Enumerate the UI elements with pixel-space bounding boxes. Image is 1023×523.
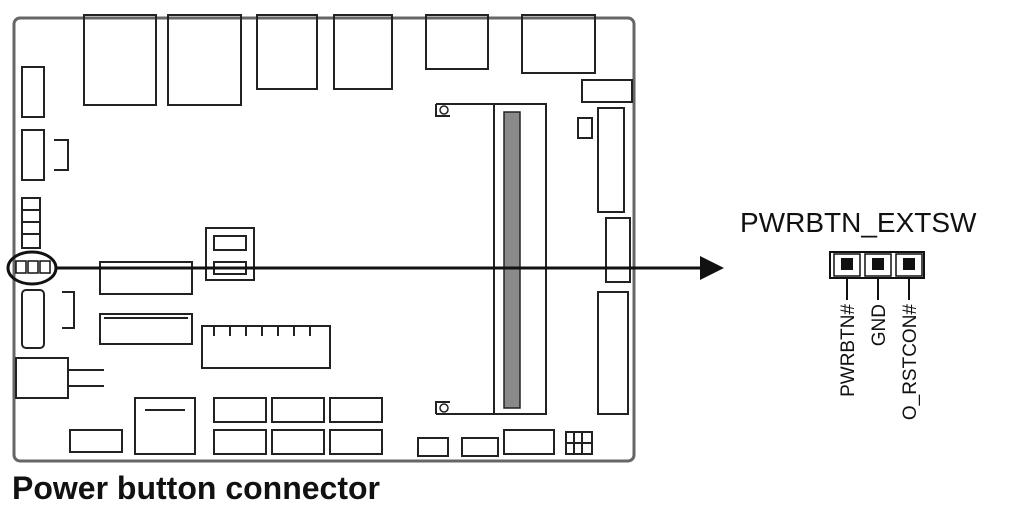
header-name: PWRBTN_EXTSW xyxy=(740,207,977,238)
header-pin xyxy=(872,258,884,270)
connector xyxy=(21,289,45,349)
connector xyxy=(99,313,193,345)
connector xyxy=(21,129,45,181)
io-block xyxy=(425,14,489,70)
connector xyxy=(597,107,625,213)
callout-arrow xyxy=(56,256,724,280)
header-pin xyxy=(903,258,915,270)
io-block xyxy=(83,14,157,106)
board-pin xyxy=(39,260,51,274)
connector xyxy=(54,139,69,171)
header xyxy=(271,429,325,455)
header xyxy=(213,397,267,423)
connector xyxy=(597,291,629,415)
connector xyxy=(201,325,331,369)
header xyxy=(329,397,383,423)
power-connector xyxy=(15,357,69,399)
connector xyxy=(62,291,75,329)
pin-label: O_RSTCON# xyxy=(900,304,921,421)
header xyxy=(503,429,555,455)
connector xyxy=(577,117,593,139)
io-block xyxy=(333,14,393,90)
header xyxy=(329,429,383,455)
connector xyxy=(605,217,631,283)
memory-slot-channel xyxy=(503,111,521,409)
memory-slot xyxy=(435,103,547,415)
io-block xyxy=(521,14,596,74)
connector xyxy=(21,66,45,118)
motherboard xyxy=(12,14,636,463)
header-pin xyxy=(841,258,853,270)
header xyxy=(271,397,325,423)
pin-label: GND xyxy=(869,304,890,346)
header xyxy=(461,437,499,457)
connector xyxy=(581,79,633,103)
connector xyxy=(99,261,193,295)
header xyxy=(417,437,449,457)
sd-slot xyxy=(134,397,196,455)
io-block xyxy=(167,14,242,106)
board-pin xyxy=(27,260,39,274)
sata-connector xyxy=(205,227,255,281)
board-pin xyxy=(15,260,27,274)
figure-caption: Power button connector xyxy=(12,470,380,506)
connector xyxy=(69,429,123,453)
header xyxy=(213,429,267,455)
board-outline xyxy=(12,16,636,463)
pin-label: PWRBTN# xyxy=(838,304,859,397)
io-block xyxy=(256,14,318,90)
pin-header-detail: PWRBTN_EXTSW PWRBTN# GND O_RSTCON# xyxy=(740,207,977,420)
